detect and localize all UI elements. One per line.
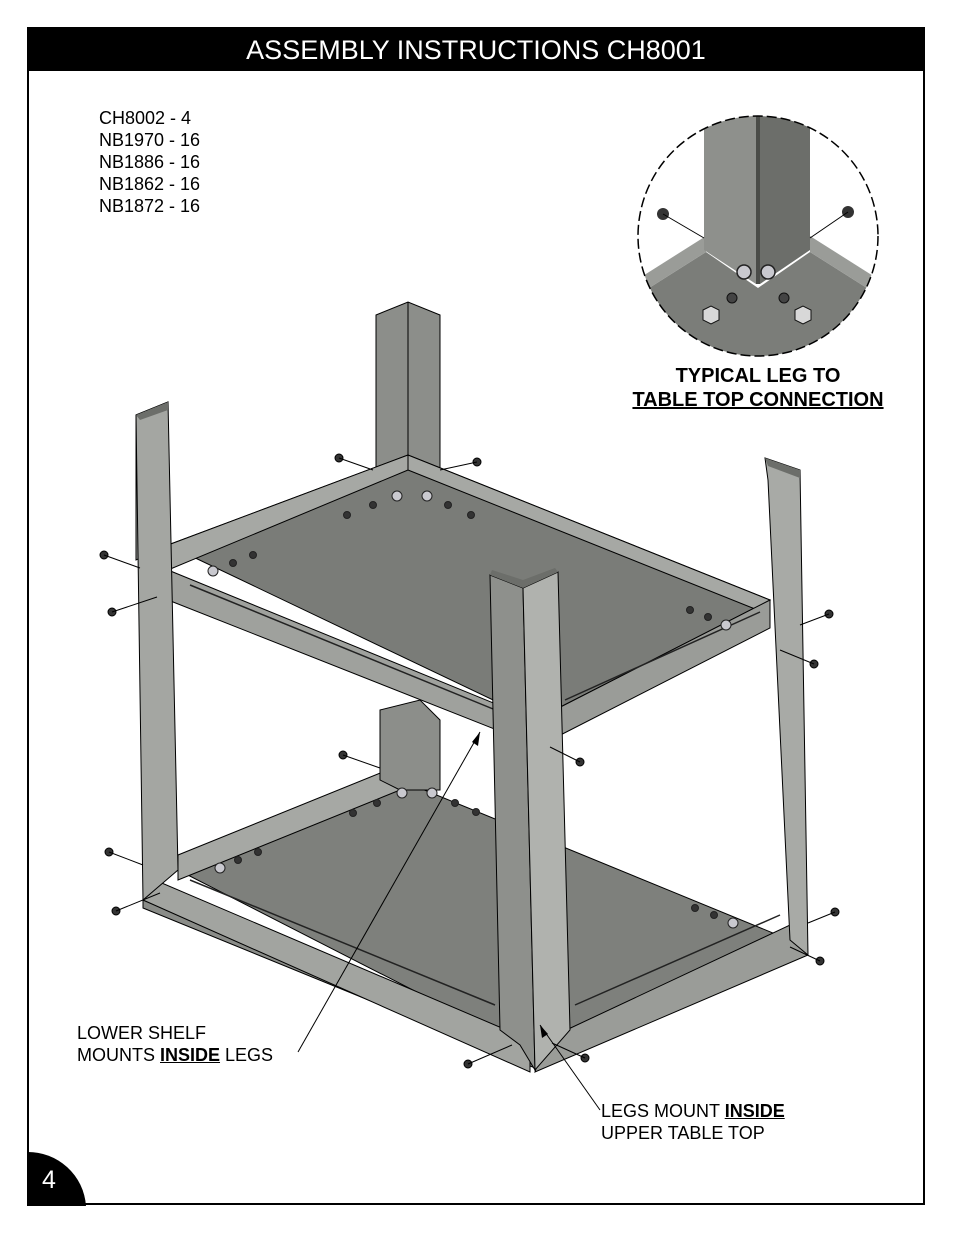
page-number: 4	[42, 1166, 56, 1194]
detail-caption-line2: TABLE TOP CONNECTION	[632, 389, 884, 411]
front-leg	[489, 568, 571, 1072]
upper-table-top	[166, 454, 772, 749]
detail-caption-line1: TYPICAL LEG TO	[675, 365, 841, 387]
legs-mount-callout: LEGS MOUNT INSIDE UPPER TABLE TOP	[601, 1100, 785, 1144]
callout-line: UPPER TABLE TOP	[601, 1123, 765, 1143]
page-title: ASSEMBLY INSTRUCTIONS CH8001	[27, 27, 925, 71]
parts-list-item: NB1970 - 16	[99, 130, 201, 150]
detail-view	[637, 115, 879, 357]
parts-list-item: NB1862 - 16	[99, 174, 201, 194]
callout-line: LEGS MOUNT INSIDE	[601, 1101, 785, 1121]
callout-line: MOUNTS INSIDE LEGS	[77, 1045, 274, 1065]
callout-line: LOWER SHELF	[77, 1023, 207, 1043]
screws	[99, 453, 840, 1069]
parts-list: CH8002 - 4 NB1970 - 16 NB1886 - 16 NB186…	[99, 107, 200, 217]
hardware	[207, 490, 739, 929]
parts-list-item: CH8002 - 4	[99, 108, 192, 128]
lower-shelf-callout: LOWER SHELF MOUNTS INSIDE LEGS	[77, 1022, 273, 1066]
lower-shelf	[142, 764, 809, 1073]
detail-caption: TYPICAL LEG TO TABLE TOP CONNECTION	[612, 364, 904, 412]
parts-list-item: NB1886 - 16	[99, 152, 201, 172]
parts-list-item: NB1872 - 16	[99, 196, 201, 216]
